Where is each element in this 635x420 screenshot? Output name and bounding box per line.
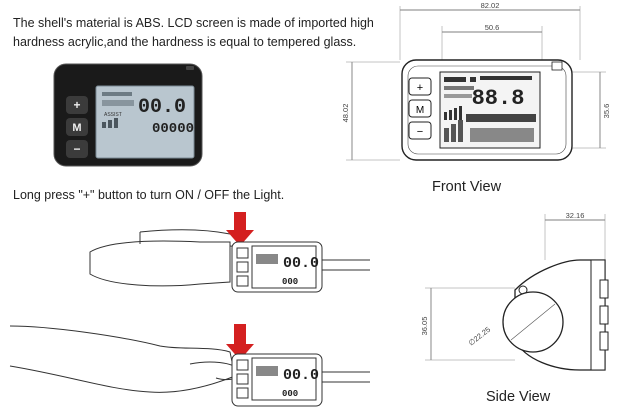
photo-odo: 00000 (152, 121, 194, 137)
front-minus-button (408, 121, 432, 140)
svg-text:−: − (417, 126, 423, 138)
side-view-caption: Side View (486, 389, 551, 405)
dim-total-width: 82.02 (481, 1, 500, 10)
front-plus-button (408, 77, 432, 96)
side-dim-diameter: ∅22.25 (467, 325, 492, 348)
front-m-button (408, 99, 432, 118)
photo-m-button (66, 118, 88, 136)
front-view-caption: Front View (432, 179, 502, 195)
photo-m-label: M (72, 122, 81, 134)
red-arrow-top (226, 212, 254, 246)
hand-top-speed: 00.0 (283, 255, 319, 272)
hand-illustration-bottom: 00.0 000 (9, 324, 370, 407)
front-speed: 88.8 (472, 86, 525, 111)
dim-screen-width: 50.6 (485, 23, 500, 32)
photo-speed: 00.0 (138, 96, 186, 119)
side-dim-width: 32.16 (566, 211, 585, 220)
photo-assist-label: ASSIST (104, 112, 122, 118)
red-arrow-bottom (226, 324, 254, 360)
hand-illustration-top: 00.0 000 (89, 212, 370, 293)
intro-line-1: The shell's material is ABS. LCD screen … (13, 16, 374, 30)
hand-bottom-speed: 00.0 (283, 367, 319, 384)
dim-screen-height: 35.6 (602, 104, 611, 119)
intro-line-2: hardness acrylic,and the hardness is equ… (13, 35, 357, 49)
side-dim-height: 36.05 (420, 317, 429, 336)
dim-total-height: 48.02 (341, 104, 350, 123)
svg-text:M: M (416, 105, 424, 116)
front-view-drawing: 82.02 50.6 48.02 35.6 + M − 88.8 (341, 1, 611, 161)
photo-minus-button (66, 140, 88, 158)
hand-bottom-odo: 000 (282, 389, 298, 399)
photo-plus-button (66, 96, 88, 114)
hand-top-odo: 000 (282, 277, 298, 287)
photo-plus-label: + (73, 98, 80, 112)
product-photo: + M − ASSIST 00.0 00000 (53, 63, 203, 167)
photo-minus-label: − (73, 142, 80, 156)
instruction-text: Long press "+" button to turn ON / OFF t… (13, 188, 285, 202)
svg-text:+: + (417, 82, 423, 94)
side-view-drawing: 32.16 36.05 ∅22.25 (420, 211, 609, 371)
